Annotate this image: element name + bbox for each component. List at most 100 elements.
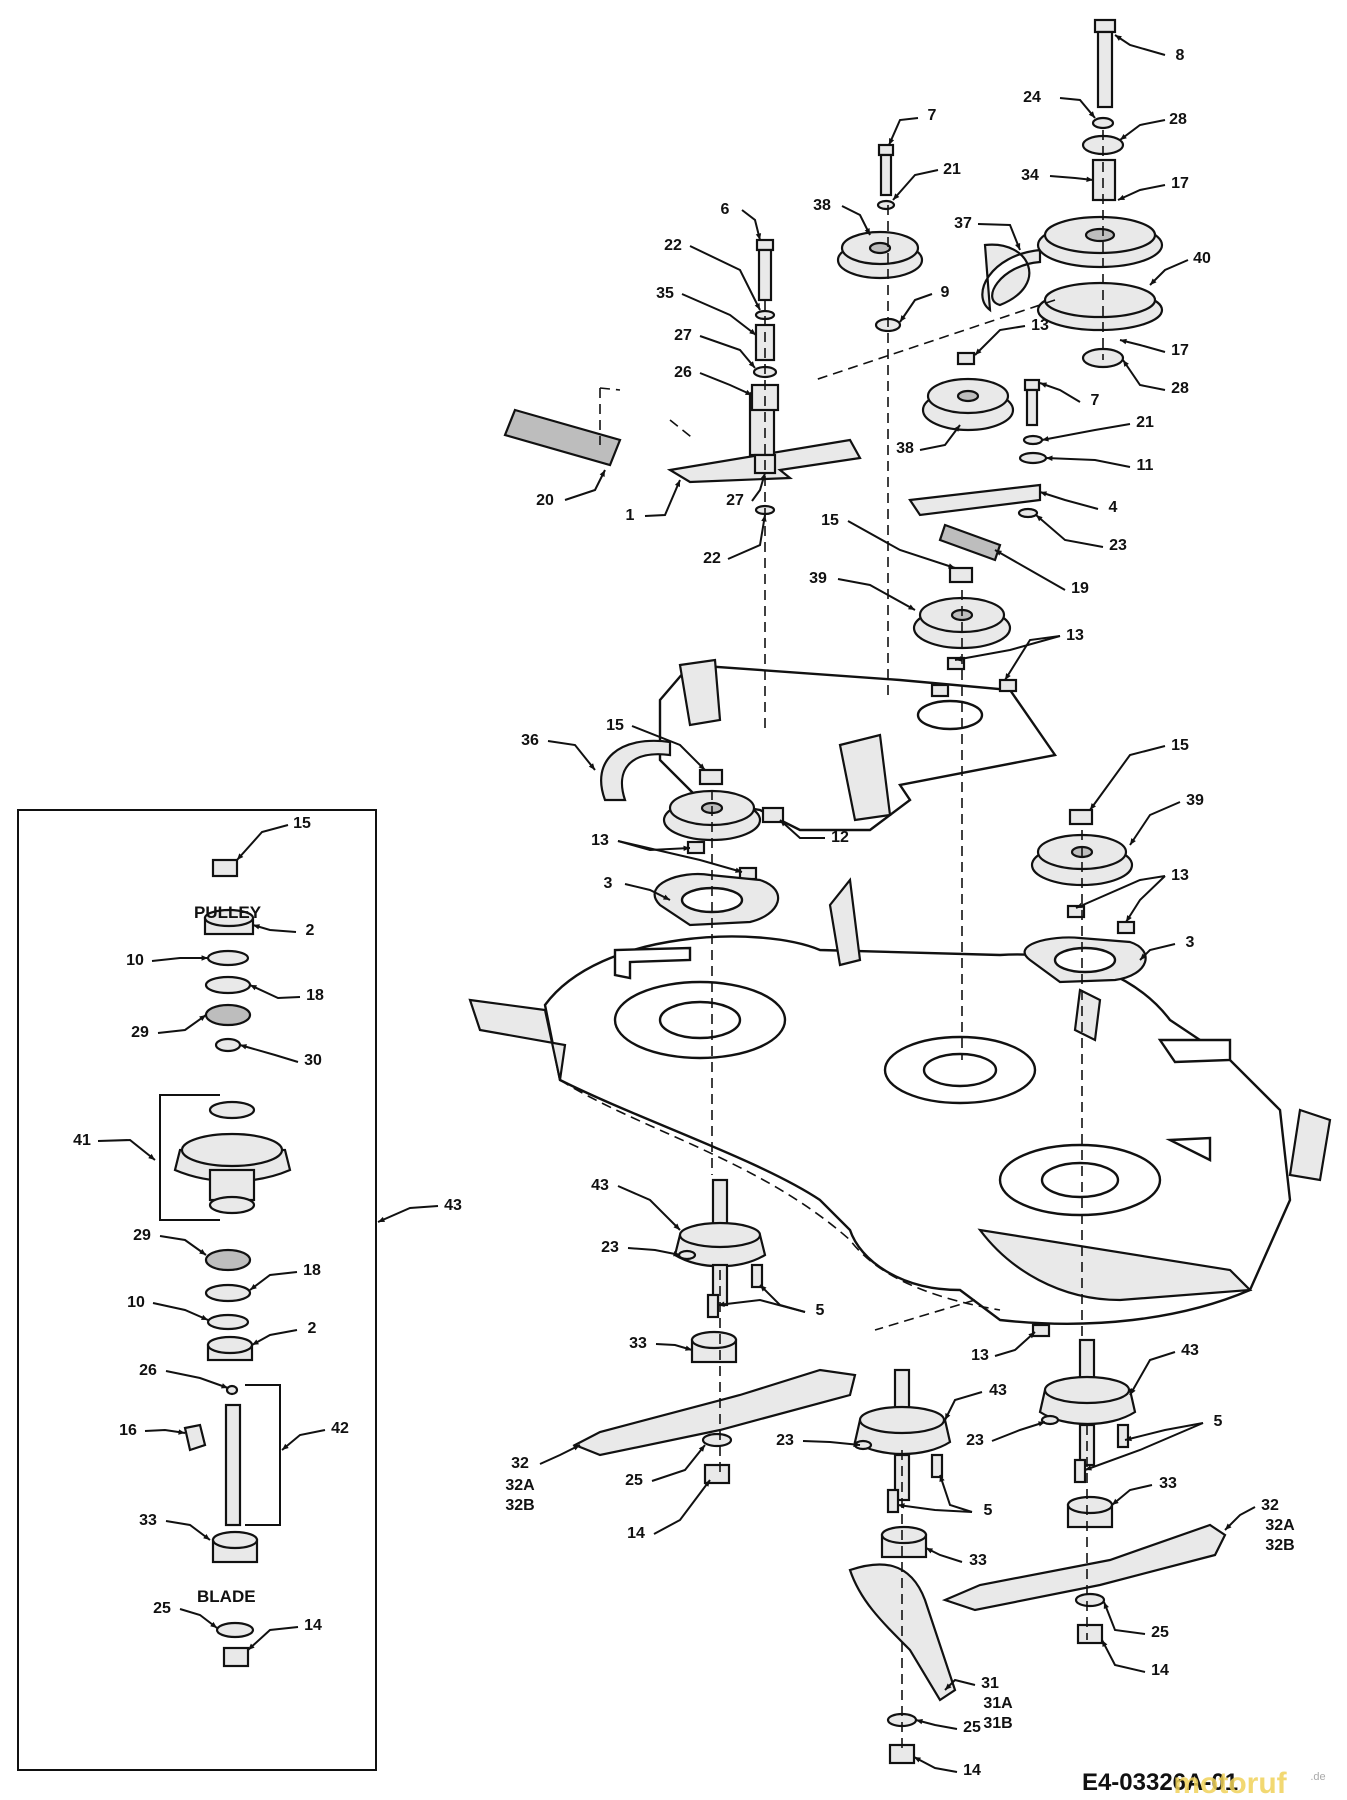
callout-leader [994,549,1066,591]
callout-arrowhead [673,1223,680,1230]
callout-label: 25 [963,1719,981,1736]
extension-spring-19 [938,523,1002,562]
callout-label: 18 [306,987,324,1004]
spindle-43-left [673,1178,767,1307]
nut-14-left [703,1463,731,1485]
callout-leader [377,1205,439,1223]
callout-leader [1129,1351,1176,1396]
callout-arrowhead [900,315,906,322]
callout-arrowhead [748,361,755,368]
callout-leader [837,578,916,611]
callout-c-32B-b: 32B [1265,1537,1294,1554]
callout-c-7a: 7 [888,107,937,146]
callout-arrowhead [1125,1435,1132,1442]
callout-arrowhead [199,1249,206,1255]
callout-c-21b: 21 [1041,414,1154,442]
callout-arrowhead [1015,243,1021,250]
callout-leader [251,1329,298,1346]
callout-i-10b: 10 [127,1294,209,1321]
callout-arrowhead [995,550,1002,556]
callout-leader [281,1429,326,1451]
callout-leader [1084,1422,1204,1471]
callout-label: 15 [1171,737,1189,754]
callout-arrowhead [1005,673,1011,680]
spacer-34 [1091,158,1117,202]
callout-c-17b: 17 [1119,338,1189,359]
washer-25-right [1074,1592,1106,1608]
washer-24 [1091,116,1115,130]
callout-label: 15 [293,815,311,832]
callout-arrowhead [745,389,752,395]
callout-label: 22 [664,237,682,254]
callout-label: 11 [1137,457,1154,474]
callout-i-2b: 2 [251,1320,317,1346]
callout-arrowhead [199,1015,206,1021]
bolt-7-top [877,143,895,197]
callout-label: 17 [1171,175,1189,192]
pulley-39-right [1030,833,1134,887]
callout-leader [699,372,753,396]
callout-label: 21 [943,161,961,178]
inset-washer-25 [215,1621,255,1639]
callout-label: 15 [821,512,839,529]
callout-c-32a: 32 [511,1444,581,1472]
callout-c-37: 37 [954,215,1021,251]
callout-label: 25 [1151,1624,1169,1641]
callout-leader [624,883,671,901]
callout-arrowhead [673,1251,680,1257]
inset-nut-15 [211,858,239,878]
callout-c-13a: 13 [974,317,1049,356]
callout-label: 14 [1151,1662,1169,1679]
callout-label: 43 [1181,1342,1199,1359]
callout-arrowhead [1112,1498,1119,1505]
callout-c-35: 35 [656,285,757,336]
callout-leader [689,245,761,311]
callout-c-15b: 15 [606,717,706,771]
callout-c-27b: 27 [726,472,766,509]
callout-label: 32 [511,1455,529,1472]
blade-32-right [941,1523,1227,1612]
bolt-5-group-left [706,1263,764,1319]
callout-c-43c: 43 [944,1382,1007,1421]
assembly-lines [599,130,1104,1750]
callout-label: 33 [1159,1475,1177,1492]
callout-leader [897,1504,973,1513]
callout-label: 5 [984,1502,993,1519]
callout-leader [913,1756,958,1773]
callout-label: 5 [1214,1413,1223,1430]
callout-leader [1039,382,1081,403]
callout-arrowhead [252,1339,259,1345]
callout-arrowhead [735,867,742,873]
callout-leader [236,824,289,861]
inset-spacer-33 [211,1530,259,1564]
callout-arrowhead [1040,382,1047,388]
callout-label: 37 [954,215,972,232]
callout-c-13c: 13 [591,832,743,873]
callout-label: 13 [1066,627,1084,644]
callout-c-6: 6 [721,201,762,241]
callout-i-33: 33 [139,1512,211,1541]
inset-housing-41 [173,1100,292,1215]
callout-leader [1041,423,1131,441]
callout-label: 39 [1186,792,1204,809]
callout-c-33c: 33 [925,1547,987,1569]
bolt-5-group-right [1073,1423,1130,1484]
callout-label: 43 [591,1177,609,1194]
callout-arrowhead [237,853,244,860]
callout-c-13e: 13 [971,1331,1036,1364]
washer-21-top [876,199,896,211]
callout-label: 3 [1186,934,1195,951]
callout-leader [779,819,825,839]
inset-key-16 [183,1423,207,1452]
callout-leader [994,1331,1036,1357]
callout-c-25b: 25 [1103,1601,1169,1641]
callout-c-19: 19 [994,549,1089,597]
callout-c-17a: 17 [1117,175,1189,201]
inset-heading-blade: BLADE [197,1587,256,1606]
inset-seal-10-top [206,949,250,967]
callout-i-18b: 18 [249,1262,321,1291]
callout-leader [1149,259,1189,286]
inset-pulley-2 [203,908,255,936]
callout-leader [1129,801,1181,846]
